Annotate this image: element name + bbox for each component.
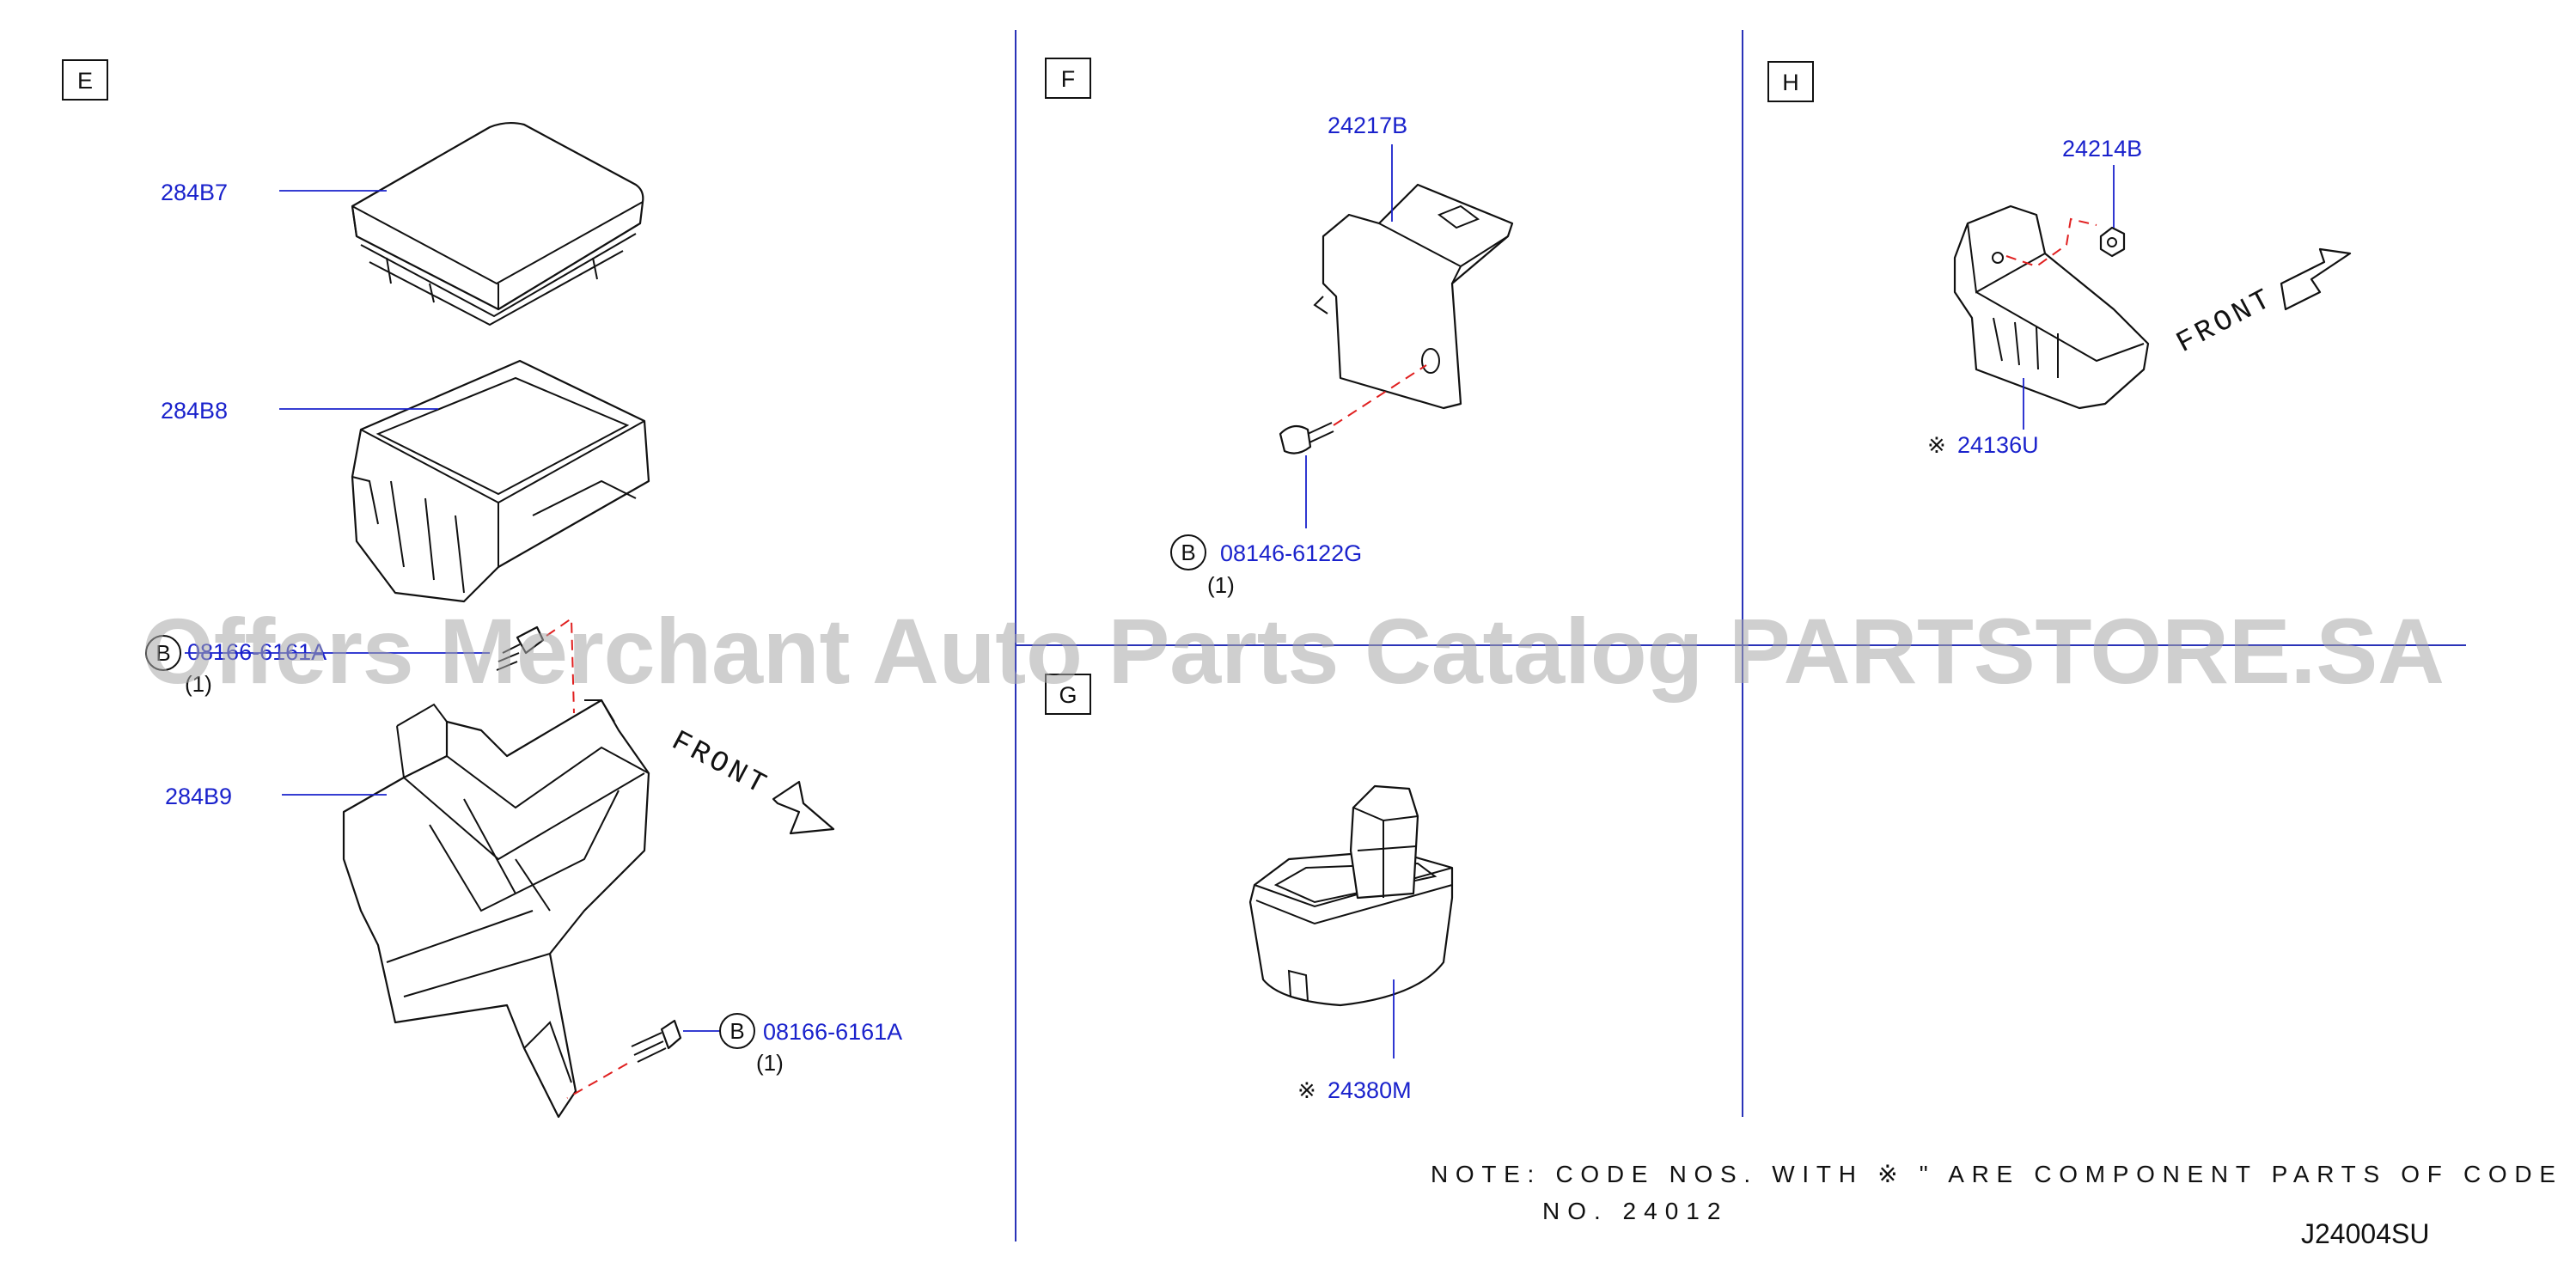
component-mark-h: ※ <box>1927 432 1946 458</box>
section-g-label: G <box>1059 682 1077 708</box>
bolt-letter-f: B <box>1181 540 1195 565</box>
drawing-code: J24004SU <box>2301 1218 2429 1249</box>
part-24214b-nut <box>2099 226 2126 258</box>
label-24136u[interactable]: 24136U <box>1957 432 2039 458</box>
label-f-bolt[interactable]: 08146-6122G <box>1220 540 1362 566</box>
watermark: Offers Merchant Auto Parts Catalog PARTS… <box>142 599 2445 703</box>
bolt-letter-e-upper: B <box>156 640 170 666</box>
label-284b8[interactable]: 284B8 <box>161 398 228 424</box>
dashed-f <box>1333 364 1427 426</box>
label-e-bolt-lower[interactable]: 08166-6161A <box>763 1019 902 1045</box>
part-284b8-tray <box>351 359 650 603</box>
label-24380m[interactable]: 24380M <box>1328 1077 1412 1103</box>
label-24214b[interactable]: 24214B <box>2062 136 2142 162</box>
bolt-letter-e-lower: B <box>729 1018 744 1044</box>
label-e-bolt-upper[interactable]: 08166-6161A <box>187 639 327 665</box>
bolt-marker-f <box>1170 534 1206 570</box>
dashed-e-lower <box>566 1063 628 1099</box>
section-g-marker: G <box>1045 674 1091 715</box>
section-e-marker: E <box>62 59 108 101</box>
label-24217b[interactable]: 24217B <box>1328 113 1407 138</box>
part-284b7-cover <box>351 121 644 326</box>
section-e-label: E <box>77 68 93 94</box>
qty-f: (1) <box>1207 572 1235 598</box>
note-line-2: NO. 24012 <box>1542 1198 1728 1224</box>
section-h-label: H <box>1782 70 1799 95</box>
front-label-h: FRONT <box>2171 283 2280 361</box>
dashed-e-upper <box>546 617 575 714</box>
part-24217b-bracket <box>1313 183 1514 410</box>
section-f-label: F <box>1061 66 1076 92</box>
component-mark-g: ※ <box>1297 1077 1316 1103</box>
label-284b9[interactable]: 284B9 <box>165 784 232 809</box>
label-284b7[interactable]: 284B7 <box>161 180 228 205</box>
front-arrow-h <box>2280 247 2352 311</box>
part-24380m-box <box>1248 784 1454 1007</box>
part-bolt-f <box>1279 422 1334 454</box>
note-line-1: NOTE: CODE NOS. WITH ※ " ARE COMPONENT P… <box>1431 1161 2563 1187</box>
bolt-marker-e-upper <box>145 635 181 671</box>
qty-e-upper: (1) <box>185 671 212 697</box>
part-284b9-bracket <box>342 699 650 1119</box>
part-bolt-e-lower <box>631 1019 682 1063</box>
dashed-h <box>2005 217 2097 268</box>
section-h-marker: H <box>1767 61 1814 102</box>
part-24136u-holder <box>1953 204 2150 410</box>
bolt-marker-e-lower <box>719 1013 755 1049</box>
front-arrow-e <box>772 780 835 835</box>
qty-e-lower: (1) <box>756 1050 784 1076</box>
part-bolt-e-upper <box>496 625 545 671</box>
section-f-marker: F <box>1045 58 1091 99</box>
front-label-e: FRONT <box>666 725 774 803</box>
